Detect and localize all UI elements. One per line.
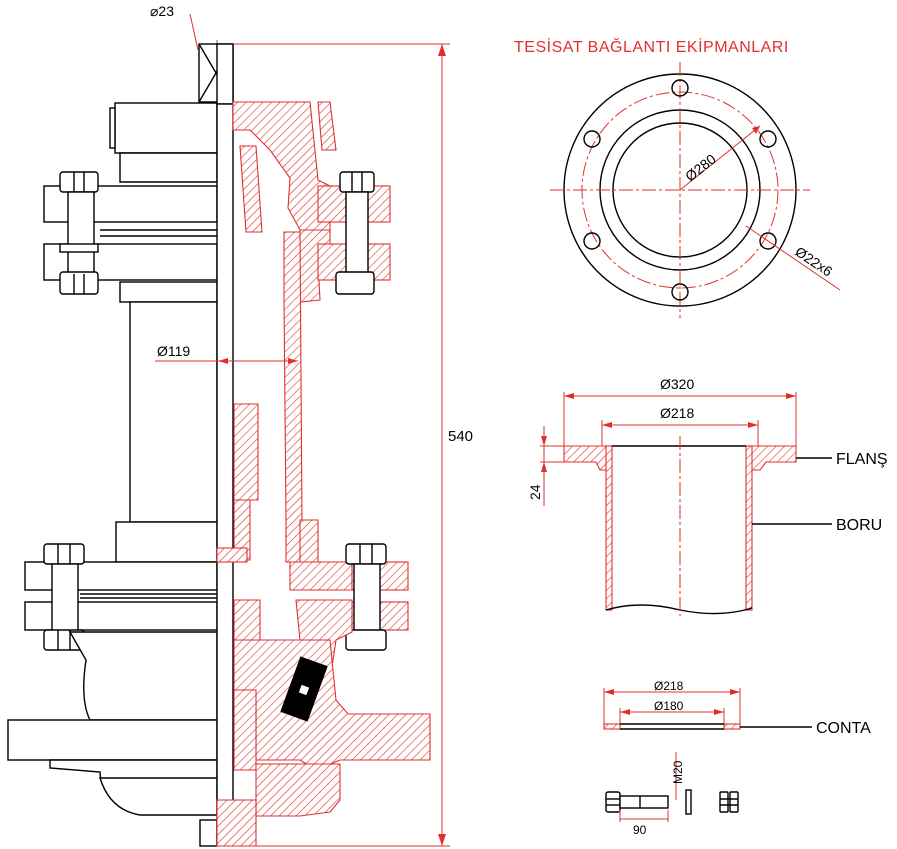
dim-bolt-length: 90 <box>633 823 647 837</box>
dim-gasket-inner: Ø180 <box>654 699 684 713</box>
barrel-wall-hatch <box>283 231 303 563</box>
barrel <box>129 301 218 523</box>
gasket-section: Ø218 Ø180 CONTA <box>603 679 871 737</box>
flange-pipe-section: Ø320 Ø218 24 FLANŞ BORU <box>527 376 888 616</box>
bolt-upper-left <box>59 171 99 295</box>
dim-bolt-thread: M20 <box>671 760 685 784</box>
pipe-wall-left <box>605 445 613 611</box>
bolt-lower-left <box>43 543 85 651</box>
top-cap <box>114 102 218 154</box>
dim-flange-thickness: 24 <box>527 484 543 500</box>
valve-body-hatch <box>233 639 431 771</box>
bolt-assembly: 90 M20 <box>605 752 739 837</box>
label-pipe: BORU <box>836 517 882 534</box>
nut-1 <box>719 791 729 813</box>
dim-flange-inner: Ø218 <box>660 405 694 421</box>
title: TESİSAT BAĞLANTI EKİPMANLARI <box>514 37 789 56</box>
bolt-upper-right <box>317 171 391 295</box>
flange-right-hatch <box>747 445 797 471</box>
dim-flange-outer: Ø320 <box>660 376 694 392</box>
washer <box>685 789 692 815</box>
label-flange: FLANŞ <box>836 451 888 468</box>
flange-top-view: Ø280 Ø22x6 <box>550 62 841 318</box>
dim-bolt-circle: Ø280 <box>682 151 719 185</box>
cap-section-hatch <box>232 101 331 231</box>
base-flange <box>7 719 218 761</box>
label-gasket: CONTA <box>816 720 871 737</box>
bolt-lower-right <box>345 543 387 651</box>
bolt-head <box>605 791 621 813</box>
bolt-shank <box>619 795 669 809</box>
dim-square-top: ⌀23 <box>150 3 174 19</box>
flange-left-hatch <box>563 445 611 471</box>
dim-inner-diameter: Ø119 <box>157 343 190 359</box>
stem <box>216 103 234 845</box>
valve-body <box>68 631 218 721</box>
dim-height: 540 <box>448 428 473 445</box>
hydrant-dimensions: ⌀23 540 Ø119 <box>150 3 473 847</box>
nut-2 <box>729 791 739 813</box>
hydrant-section-view <box>7 40 431 847</box>
pipe-wall-right <box>745 445 753 611</box>
dim-gasket-outer: Ø218 <box>654 679 684 693</box>
